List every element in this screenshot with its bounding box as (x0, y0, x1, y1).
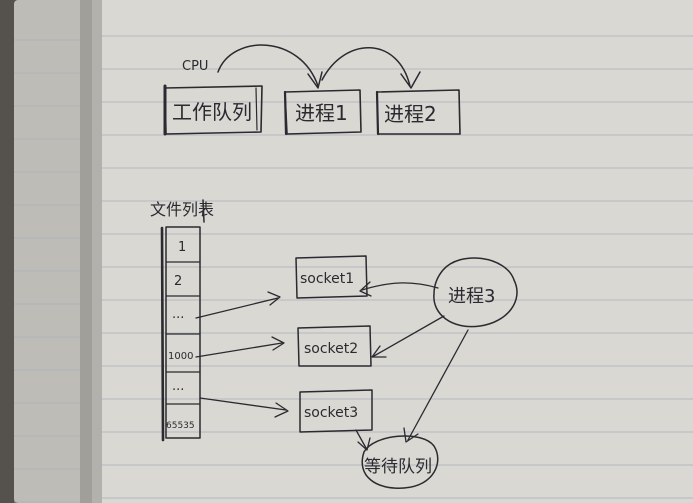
fd-entry: 1 (178, 240, 186, 255)
work-queue-label: 工作队列 (172, 100, 252, 124)
arrowhead (271, 336, 285, 351)
fd-title-divider (202, 199, 205, 223)
socket-diagram: 文件列表 1 2 ... 1000 ... 65535 socket1 sock… (150, 199, 518, 489)
arrowhead (359, 281, 372, 297)
ruled-lines (14, 35, 693, 503)
arc-process1-to-process2 (321, 47, 411, 87)
socket1-box: socket1 (295, 255, 368, 299)
process1-label: 进程1 (295, 101, 348, 125)
fd-table: 1 2 ... 1000 ... 65535 (160, 226, 201, 442)
socket2-box: socket2 (297, 325, 372, 367)
arrow-fd-to-socket1 (195, 297, 279, 319)
arrowhead (357, 437, 371, 451)
process2-label: 进程2 (384, 102, 437, 126)
arrowhead (267, 291, 281, 306)
process1-box: 进程1 (283, 89, 362, 136)
work-queue-box: 工作队列 (163, 84, 263, 136)
fd-entry: ... (172, 307, 184, 322)
wait-queue-label: 等待队列 (364, 457, 432, 477)
arrowhead-process2 (400, 71, 421, 89)
arrowhead (371, 345, 387, 358)
process2-box: 进程2 (375, 89, 461, 136)
socket1-label: socket1 (300, 271, 354, 287)
arc-cpu-to-process1 (217, 44, 319, 87)
wait-queue-node: 等待队列 (361, 435, 439, 489)
process3-node: 进程3 (433, 257, 518, 328)
socket2-label: socket2 (304, 341, 358, 357)
process3-label: 进程3 (448, 286, 495, 307)
fd-table-title: 文件列表 (150, 200, 214, 219)
cpu-diagram: CPU 工作队列 进程1 进程2 (163, 44, 461, 136)
arrowhead (274, 402, 289, 418)
socket3-box: socket3 (299, 389, 373, 433)
arrow-fd-to-socket2 (195, 342, 283, 358)
fd-entry: 2 (174, 274, 182, 289)
arrow-socket3-to-wait-queue (355, 429, 367, 449)
socket3-label: socket3 (304, 405, 358, 421)
fd-entry: ... (172, 379, 184, 394)
fd-entry: 65535 (166, 421, 195, 431)
arrow-fd-to-socket3 (199, 397, 287, 411)
arrow-process3-to-socket1 (361, 282, 439, 291)
arrow-process3-to-socket2 (373, 315, 445, 357)
arrowhead-process1 (307, 71, 323, 89)
fd-entry: 1000 (168, 351, 193, 362)
arrow-process3-to-wait-queue (407, 329, 469, 441)
cpu-label: CPU (182, 59, 208, 74)
